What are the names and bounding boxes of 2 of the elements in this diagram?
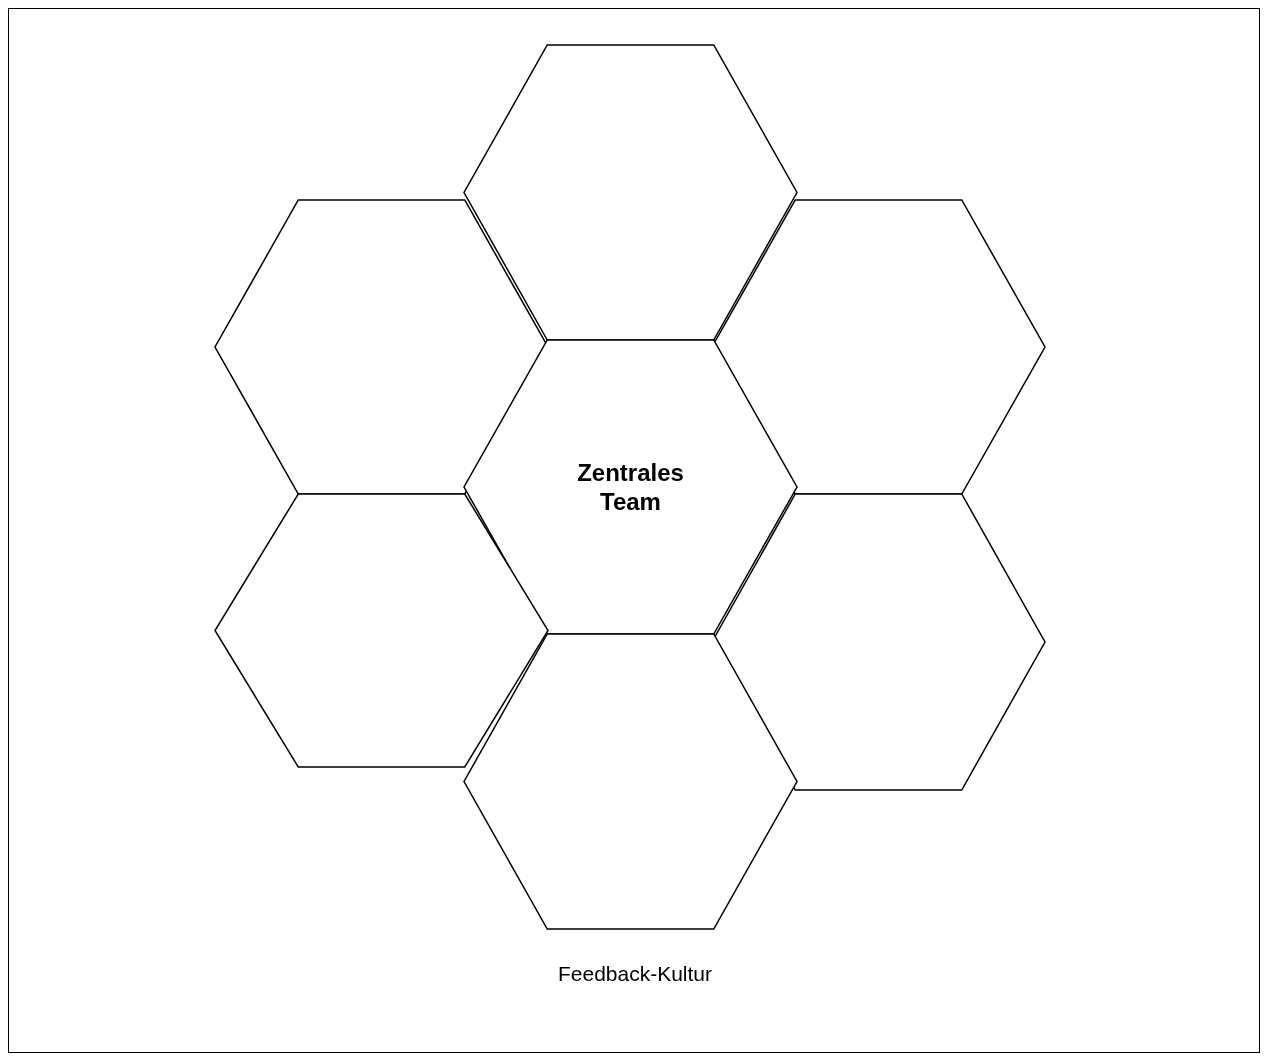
hexagon-label: Zentrales Team xyxy=(576,458,685,516)
caption: Feedback-Kultur xyxy=(557,962,713,986)
